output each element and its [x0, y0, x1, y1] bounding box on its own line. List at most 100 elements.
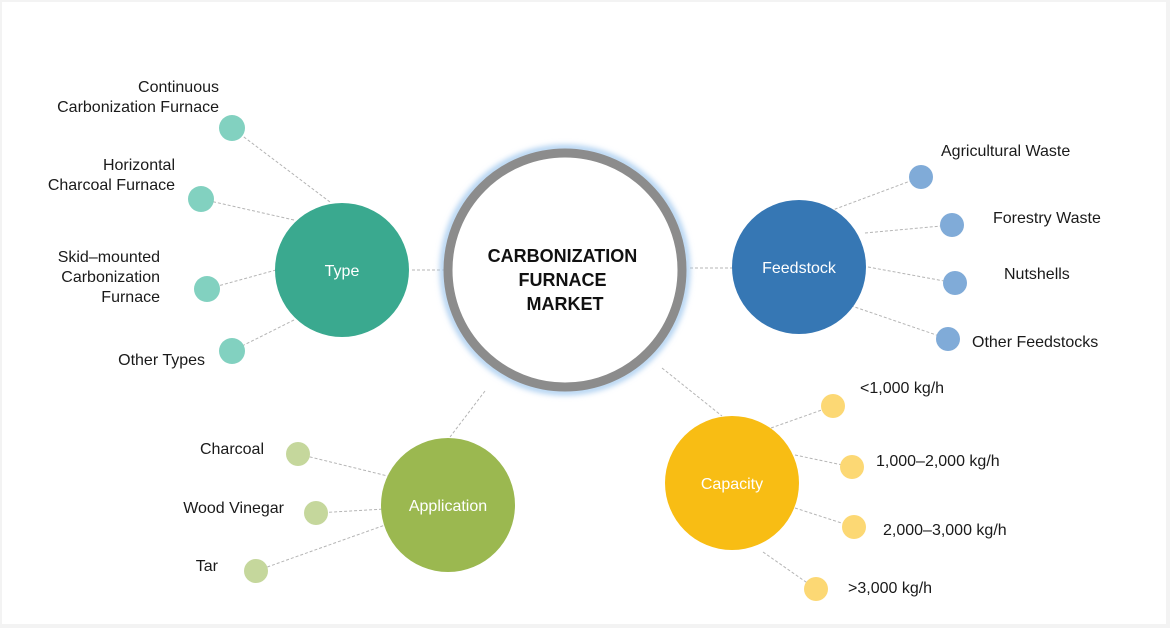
- feedstock-leaf-node: Agricultural Waste: [909, 143, 1070, 189]
- application-center-connector: [449, 390, 486, 438]
- feedstock-leaf-label-line: Nutshells: [1004, 266, 1070, 283]
- capacity-leaf-circle: [804, 577, 828, 601]
- application-leaf-node: Charcoal: [200, 441, 310, 466]
- application-leaf-node: Tar: [196, 558, 268, 583]
- type-leaf-connector: [200, 198, 295, 221]
- capacity-leaf-label-line: >3,000 kg/h: [848, 580, 932, 597]
- application-leaf-connector: [315, 507, 403, 514]
- capacity-hub: Capacity: [665, 416, 799, 550]
- feedstock-leaf-connector: [845, 303, 949, 340]
- center-title-line: FURNACE: [518, 270, 606, 290]
- feedstock-leaf-connector: [867, 266, 956, 284]
- feedstock-hub-label: Feedstock: [762, 260, 837, 277]
- type-leaf-connector: [231, 127, 331, 203]
- center-glow: [440, 145, 690, 395]
- capacity-leaf-label-line: 1,000–2,000 kg/h: [876, 453, 1000, 470]
- application-leaf-label: Wood Vinegar: [183, 500, 284, 517]
- feedstock-leaf-circle: [936, 327, 960, 351]
- application-leaf-label-line: Tar: [196, 558, 219, 575]
- capacity-leaf-label: >3,000 kg/h: [848, 580, 932, 597]
- capacity-leaf-circle: [842, 515, 866, 539]
- feedstock-leaf-node: Other Feedstocks: [936, 327, 1098, 351]
- type-leaf-label: Other Types: [118, 352, 205, 369]
- type-leaf-label-line: Continuous: [138, 79, 219, 96]
- application-leaf-label-line: Charcoal: [200, 441, 264, 458]
- type-leaf-label-line: Skid–mounted: [58, 249, 160, 266]
- capacity-leaf-connector: [762, 551, 817, 590]
- type-leaf-label-line: Furnace: [101, 289, 160, 306]
- capacity-leaf-label: <1,000 kg/h: [860, 380, 944, 397]
- application-hub: Application: [381, 438, 515, 572]
- capacity-leaf-connector: [770, 405, 834, 429]
- capacity-leaf-circle: [840, 455, 864, 479]
- capacity-leaf-circle: [821, 394, 845, 418]
- capacity-leaf-node: >3,000 kg/h: [804, 577, 932, 601]
- feedstock-hub: Feedstock: [732, 200, 866, 334]
- capacity-leaf-label-line: <1,000 kg/h: [860, 380, 944, 397]
- application-hub-circle: [381, 438, 515, 572]
- feedstock-leaf-node: Forestry Waste: [940, 210, 1101, 237]
- feedstock-leaf-label: Other Feedstocks: [972, 334, 1098, 351]
- feedstock-leaf-label-line: Agricultural Waste: [941, 143, 1070, 160]
- capacity-leaf-node: 2,000–3,000 kg/h: [842, 515, 1007, 539]
- capacity-leaf-label: 1,000–2,000 kg/h: [876, 453, 1000, 470]
- feedstock-leaf-connector: [829, 176, 922, 212]
- feedstock-leaf-label: Agricultural Waste: [941, 143, 1070, 160]
- feedstock-leaf-circle: [909, 165, 933, 189]
- feedstock-leaf-label: Forestry Waste: [993, 210, 1101, 227]
- type-leaf-circle: [194, 276, 220, 302]
- application-leaf-label: Tar: [196, 558, 219, 575]
- feedstock-leaf-circle: [940, 213, 964, 237]
- type-leaf-label-line: Other Types: [118, 352, 205, 369]
- type-leaf-label-line: Charcoal Furnace: [48, 177, 175, 194]
- capacity-center-connector: [661, 367, 723, 417]
- type-leaf-label-line: Carbonization Furnace: [57, 99, 219, 116]
- center-circle: [443, 148, 687, 392]
- application-leaf-connector: [255, 518, 403, 572]
- capacity-leaf-label-line: 2,000–3,000 kg/h: [883, 522, 1007, 539]
- capacity-hub-label: Capacity: [701, 476, 763, 493]
- type-leaf-label-line: Horizontal: [103, 157, 175, 174]
- center-title-line: MARKET: [527, 294, 604, 314]
- application-leaf-label: Charcoal: [200, 441, 264, 458]
- feedstock-leaf-label-line: Other Feedstocks: [972, 334, 1098, 351]
- application-hub-label: Application: [409, 498, 487, 515]
- application-leaf-circle: [244, 559, 268, 583]
- center-title-line: CARBONIZATION: [488, 246, 638, 266]
- type-leaf-circle: [188, 186, 214, 212]
- type-hub-label: Type: [325, 263, 360, 280]
- type-leaf-circle: [219, 115, 245, 141]
- application-leaf-node: Wood Vinegar: [183, 500, 328, 525]
- type-leaf-connector: [206, 269, 277, 290]
- type-leaf-label-line: Carbonization: [61, 269, 160, 286]
- feedstock-leaf-circle: [943, 271, 967, 295]
- type-hub-circle: [275, 203, 409, 337]
- center-node: CARBONIZATION FURNACE MARKET: [440, 145, 690, 395]
- feedstock-leaf-connector: [864, 224, 953, 234]
- feedstock-leaf-label: Nutshells: [1004, 266, 1070, 283]
- feedstock-leaf-label-line: Forestry Waste: [993, 210, 1101, 227]
- application-leaf-connector: [297, 453, 401, 480]
- application-leaf-circle: [304, 501, 328, 525]
- type-hub: Type: [275, 203, 409, 337]
- type-leaf-node: Other Types: [118, 338, 245, 369]
- capacity-hub-circle: [665, 416, 799, 550]
- capacity-leaf-node: 1,000–2,000 kg/h: [840, 453, 1000, 479]
- application-leaf-label-line: Wood Vinegar: [183, 500, 284, 517]
- feedstock-leaf-node: Nutshells: [943, 266, 1070, 295]
- capacity-leaf-label: 2,000–3,000 kg/h: [883, 522, 1007, 539]
- feedstock-hub-circle: [732, 200, 866, 334]
- type-leaf-circle: [219, 338, 245, 364]
- capacity-leaf-node: <1,000 kg/h: [821, 380, 944, 418]
- connectors: [200, 127, 956, 590]
- svg-text:CARBONIZATION FURNACE: CARBONIZATION FURNACE MARKET: [488, 246, 643, 314]
